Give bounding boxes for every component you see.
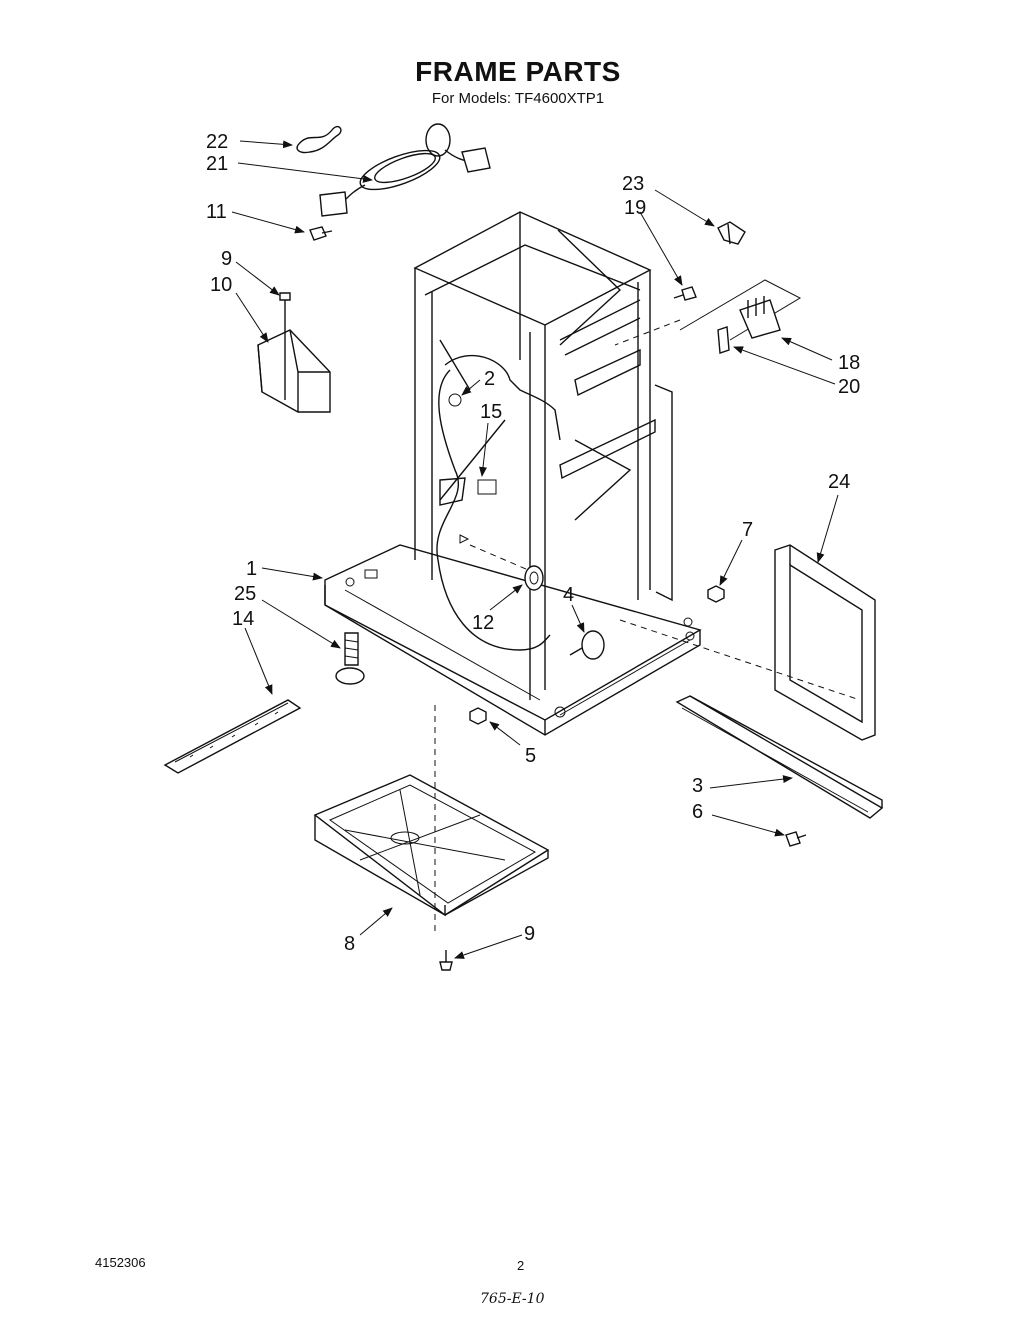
callout-10: 10 xyxy=(210,274,232,296)
callout-3: 3 xyxy=(692,775,703,797)
callout-22: 22 xyxy=(206,131,228,153)
callout-9-bottom: 9 xyxy=(524,923,535,945)
callout-8: 8 xyxy=(344,933,355,955)
callout-4: 4 xyxy=(563,584,574,606)
handwritten-note: 765-E-10 xyxy=(480,1291,545,1307)
callout-1: 1 xyxy=(246,558,257,580)
callout-20: 20 xyxy=(838,376,860,398)
callout-7: 7 xyxy=(742,519,753,541)
part-24-panel xyxy=(774,544,876,741)
part-19-screw xyxy=(673,286,697,301)
part-21-power-cord xyxy=(319,123,491,217)
part-22-cord-clip xyxy=(296,126,342,154)
leader-lines xyxy=(231,140,839,959)
model-subtitle: For Models: TF4600XTP1 xyxy=(431,90,605,107)
callout-labels: 22 21 11 9 10 23 19 18 20 2 15 24 7 1 25… xyxy=(206,131,860,955)
callout-23: 23 xyxy=(622,173,644,195)
callout-12: 12 xyxy=(472,612,494,634)
callout-6: 6 xyxy=(692,801,703,823)
document-number: 4152306 xyxy=(95,1255,146,1270)
callout-15: 15 xyxy=(480,401,502,423)
callout-19: 19 xyxy=(624,197,646,219)
part-18-20-switch xyxy=(679,279,802,354)
part-11-screw xyxy=(309,226,333,241)
callout-5: 5 xyxy=(525,745,536,767)
part-3-rail xyxy=(675,695,884,819)
callout-2: 2 xyxy=(484,368,495,390)
main-frame xyxy=(324,211,702,736)
part-7-nut xyxy=(707,585,725,603)
part-6-screw xyxy=(785,831,807,847)
callout-21: 21 xyxy=(206,153,228,175)
part-9-10-terminal-cover xyxy=(257,292,331,413)
callout-11: 11 xyxy=(206,201,227,223)
part-12-grommet xyxy=(524,565,544,591)
part-9-bottom-screw xyxy=(439,950,453,971)
callout-9-top: 9 xyxy=(221,248,232,270)
callout-18: 18 xyxy=(838,352,860,374)
part-14-strip xyxy=(163,699,302,774)
part-25-leveling-leg xyxy=(335,632,365,685)
part-5-nut xyxy=(469,707,487,725)
callout-14: 14 xyxy=(232,608,254,630)
page-title: FRAME PARTS xyxy=(415,56,621,87)
page-number: 2 xyxy=(517,1258,525,1273)
part-23-clip xyxy=(717,221,746,245)
part-4-fitting xyxy=(569,630,605,660)
part-8-base-pan xyxy=(313,774,550,917)
callout-25: 25 xyxy=(234,583,256,605)
callout-24: 24 xyxy=(828,471,850,493)
